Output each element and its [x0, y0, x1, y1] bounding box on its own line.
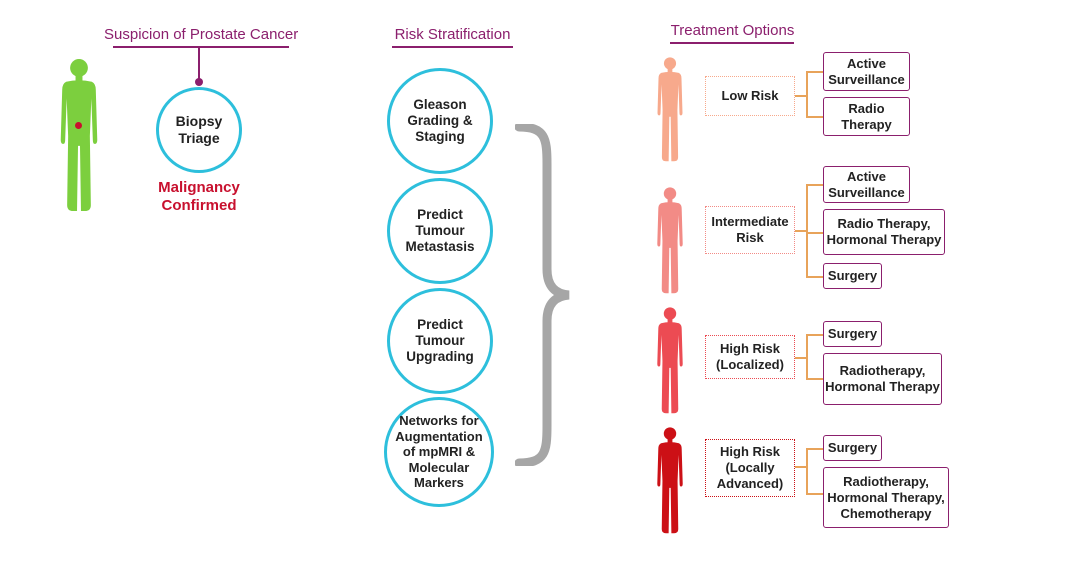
- suspicion-title: Suspicion of Prostate Cancer: [104, 26, 299, 43]
- figure-high-risk-localized: [654, 306, 686, 416]
- connector: [795, 95, 807, 97]
- option-radiotherapy-hormonal-chemo: Radiotherapy, Hormonal Therapy, Chemothe…: [823, 467, 949, 528]
- biopsy-triage-circle: Biopsy Triage: [156, 87, 242, 173]
- treatment-options-underline: [670, 42, 794, 44]
- figure-low-risk: [656, 56, 684, 164]
- option-radio-therapy: Radio Therapy: [823, 97, 910, 136]
- suspicion-connector: [198, 46, 200, 82]
- prostate-marker: [75, 122, 82, 129]
- connector: [806, 232, 824, 234]
- risk-circle-upgrading: Predict Tumour Upgrading: [387, 288, 493, 394]
- option-active-surveillance: Active Surveillance: [823, 166, 910, 203]
- malignancy-confirmed-label: Malignancy Confirmed: [158, 179, 240, 214]
- risk-circle-gleason: Gleason Grading & Staging: [387, 68, 493, 174]
- connector: [806, 116, 824, 118]
- option-radiotherapy-hormonal: Radiotherapy, Hormonal Therapy: [823, 353, 942, 405]
- connector: [806, 448, 808, 494]
- risk-box-high-localized: High Risk (Localized): [705, 335, 795, 379]
- connector: [795, 466, 807, 468]
- connector: [806, 184, 808, 277]
- connector: [806, 334, 808, 379]
- risk-box-low: Low Risk: [705, 76, 795, 116]
- risk-stratification-underline: [392, 46, 513, 48]
- figure-high-risk-advanced: [653, 426, 687, 536]
- option-surgery: Surgery: [823, 263, 882, 289]
- option-radio-hormonal-therapy: Radio Therapy, Hormonal Therapy: [823, 209, 945, 255]
- patient-figure: [56, 57, 102, 215]
- suspicion-connector-dot: [195, 78, 203, 86]
- connector: [806, 378, 824, 380]
- connector: [806, 276, 824, 278]
- risk-circle-metastasis: Predict Tumour Metastasis: [387, 178, 493, 284]
- connector: [806, 71, 808, 117]
- connector: [806, 71, 824, 73]
- connector: [806, 334, 824, 336]
- risk-box-intermediate: Intermediate Risk: [705, 206, 795, 254]
- connector: [795, 357, 807, 359]
- option-surgery: Surgery: [823, 435, 882, 461]
- connector: [806, 448, 824, 450]
- risk-box-high-advanced: High Risk (Locally Advanced): [705, 439, 795, 497]
- option-surgery: Surgery: [823, 321, 882, 347]
- figure-intermediate-risk: [655, 186, 685, 296]
- connector: [806, 493, 824, 495]
- suspicion-underline: [113, 46, 289, 48]
- option-active-surveillance: Active Surveillance: [823, 52, 910, 91]
- connector: [806, 184, 824, 186]
- treatment-options-title: Treatment Options: [670, 22, 795, 39]
- risk-stratification-title: Risk Stratification: [394, 26, 511, 43]
- risk-circle-networks: Networks for Augmentation of mpMRI & Mol…: [384, 397, 494, 507]
- connector: [795, 230, 807, 232]
- curly-bracket: [515, 124, 570, 466]
